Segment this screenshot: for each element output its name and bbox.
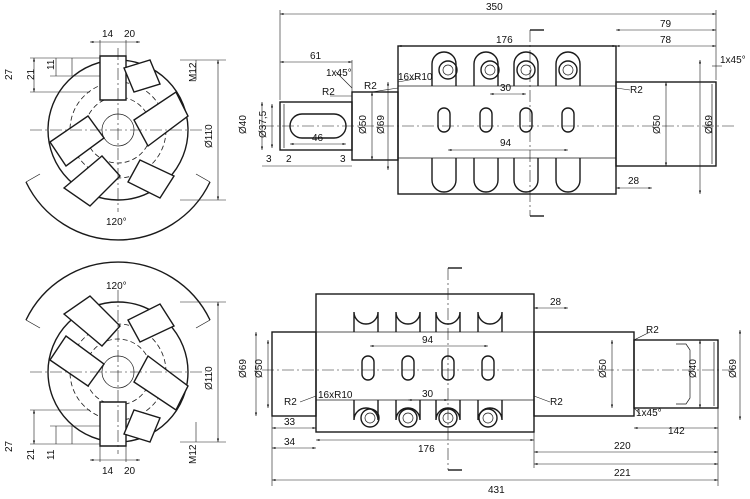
top-dim-m12: M12 xyxy=(188,62,199,82)
bottom-dia-40: Ø40 xyxy=(688,359,699,378)
bottom-dim-11: 11 xyxy=(46,449,57,460)
top-r2-a: R2 xyxy=(322,87,335,98)
top-dim-30: 30 xyxy=(500,83,512,94)
top-dim-176: 176 xyxy=(496,35,513,46)
top-chamfer-b: 1x45° xyxy=(720,55,746,66)
top-dia-69b: Ø69 xyxy=(704,115,715,134)
top-side-view xyxy=(260,10,735,217)
bottom-dia-69a: Ø69 xyxy=(238,359,249,378)
bottom-end-section xyxy=(25,261,226,462)
top-dim-11: 11 xyxy=(46,59,57,70)
bottom-dim-27: 27 xyxy=(4,440,15,452)
top-dim-14: 14 xyxy=(102,29,114,40)
top-holes: 16xR10 xyxy=(398,72,433,83)
top-dim-20: 20 xyxy=(124,29,136,40)
top-chamfer-a: 1x45° xyxy=(326,68,352,79)
bottom-chamfer: 1x45° xyxy=(636,408,662,419)
top-dim-21: 21 xyxy=(26,68,37,80)
bottom-dia-50b: Ø50 xyxy=(598,359,609,378)
top-dim-350: 350 xyxy=(486,2,503,13)
top-r2-c: R2 xyxy=(630,85,643,96)
top-dim-94: 94 xyxy=(500,138,512,149)
top-dim-78: 78 xyxy=(660,35,672,46)
top-dim-27: 27 xyxy=(4,68,15,80)
top-dia-69a: Ø69 xyxy=(376,115,387,134)
bottom-dim-20: 20 xyxy=(124,466,136,477)
top-dim-3b: 3 xyxy=(340,154,346,165)
top-r2-b: R2 xyxy=(364,81,377,92)
top-dim-110: Ø110 xyxy=(204,124,215,148)
bottom-dia-69b: Ø69 xyxy=(728,359,739,378)
top-dim-2: 2 xyxy=(286,154,292,165)
bottom-dim-221: 221 xyxy=(614,468,631,479)
bottom-dim-21: 21 xyxy=(26,448,37,460)
top-dim-61: 61 xyxy=(310,51,322,62)
bottom-holes: 16xR10 xyxy=(318,390,353,401)
bottom-r2-b: R2 xyxy=(284,397,297,408)
top-dim-3a: 3 xyxy=(266,154,272,165)
top-dim-79: 79 xyxy=(660,19,672,30)
bottom-dim-33: 33 xyxy=(284,417,296,428)
bottom-dim-28: 28 xyxy=(550,297,562,308)
bottom-dia-50a: Ø50 xyxy=(254,359,265,378)
top-dim-angle: 120° xyxy=(106,217,127,228)
top-end-section xyxy=(25,40,226,241)
top-dia-40: Ø40 xyxy=(238,115,249,134)
top-dia-50a: Ø50 xyxy=(358,115,369,134)
top-dim-28: 28 xyxy=(628,176,640,187)
top-dia-50b: Ø50 xyxy=(652,115,663,134)
bottom-dim-m12: M12 xyxy=(188,444,199,464)
bottom-r2-a: R2 xyxy=(646,325,659,336)
bottom-dim-14: 14 xyxy=(102,466,114,477)
top-dim-46: 46 xyxy=(312,133,324,144)
bottom-side-view xyxy=(254,267,742,486)
bottom-r2-c: R2 xyxy=(550,397,563,408)
bottom-dim-30: 30 xyxy=(422,389,434,400)
bottom-dim-angle: 120° xyxy=(106,281,127,292)
bottom-dim-176: 176 xyxy=(418,444,435,455)
bottom-dim-431: 431 xyxy=(488,485,505,496)
bottom-dim-34: 34 xyxy=(284,437,296,448)
top-dia-375: Ø37,5 xyxy=(258,110,269,138)
bottom-dim-110: Ø110 xyxy=(204,366,215,390)
bottom-dim-94: 94 xyxy=(422,335,434,346)
bottom-dim-220: 220 xyxy=(614,441,631,452)
bottom-dim-142: 142 xyxy=(668,426,685,437)
